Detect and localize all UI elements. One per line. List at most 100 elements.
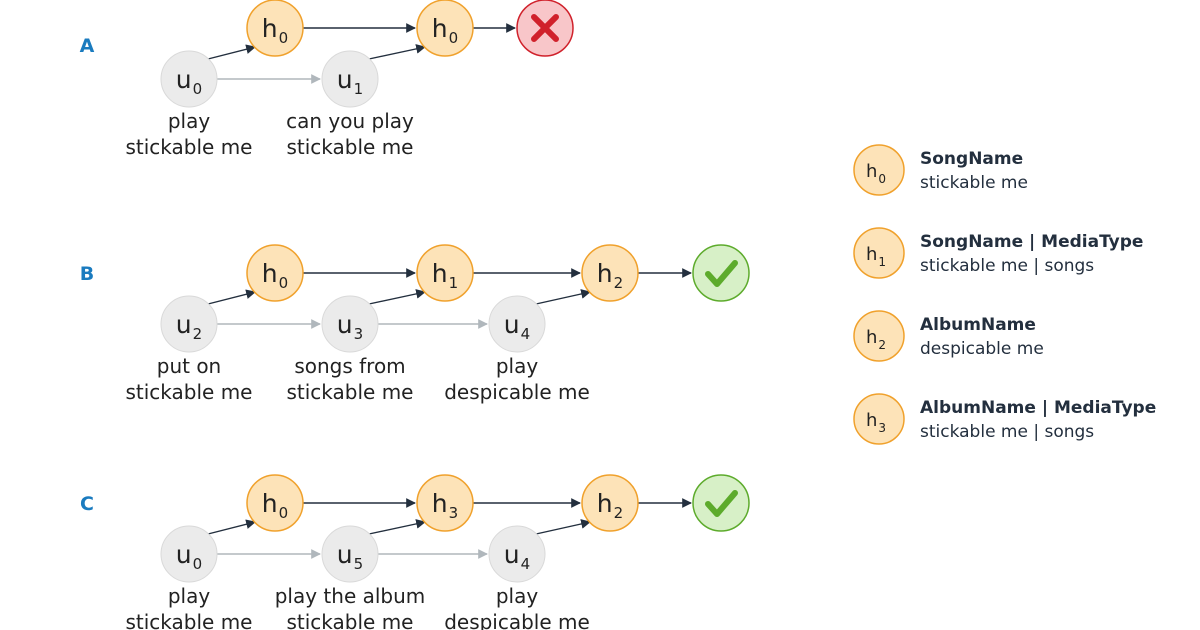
- utterance-text: stickable me: [286, 380, 413, 404]
- hypothesis-node: h0: [416, 0, 474, 57]
- hypothesis-circle: [581, 244, 639, 302]
- node-subscript: 3: [354, 325, 364, 343]
- utterance-circle: [160, 295, 218, 353]
- node-subscript: 5: [354, 555, 364, 573]
- node-label: h0: [262, 259, 288, 292]
- check-mark-shape: [705, 490, 738, 517]
- utterance-node: u5: [321, 525, 379, 583]
- utterance-circle: [160, 525, 218, 583]
- node-subscript: 1: [878, 255, 886, 269]
- legend-circle: [853, 144, 905, 196]
- legend-circle: [853, 310, 905, 362]
- mapping-edge: [207, 519, 256, 535]
- x-mark-icon: [516, 0, 574, 57]
- node-label: h2: [597, 259, 623, 292]
- legend-value: stickable me | songs: [920, 422, 1094, 442]
- utterance-node: u3: [321, 295, 379, 353]
- node-label: h1: [432, 259, 458, 292]
- utterance-text: stickable me: [125, 380, 252, 404]
- node-subscript: 1: [449, 274, 459, 292]
- node-symbol: u: [176, 540, 192, 569]
- node-symbol: h: [866, 327, 877, 348]
- node-symbol: u: [337, 310, 353, 339]
- utterance-text: stickable me: [125, 610, 252, 630]
- node-symbol: h: [597, 259, 613, 288]
- node-symbol: h: [432, 14, 448, 43]
- utterance-circle: [321, 295, 379, 353]
- node-symbol: h: [866, 244, 877, 265]
- utterance-text: put on: [157, 354, 221, 378]
- utterance-text: play the album: [275, 584, 426, 608]
- mapping-edge: [535, 289, 591, 305]
- mapping-edge: [368, 519, 426, 535]
- hypothesis-circle: [416, 474, 474, 532]
- legend-item: h3 AlbumName | MediaType stickable me | so…: [853, 393, 1156, 445]
- mapping-edge: [368, 289, 426, 305]
- hypothesis-node: h0: [246, 244, 304, 302]
- node-label: u2: [176, 310, 202, 343]
- hypothesis-node: h2: [581, 474, 639, 532]
- node-subscript: 2: [614, 274, 624, 292]
- node-subscript: 4: [521, 325, 531, 343]
- node-subscript: 0: [193, 80, 203, 98]
- mapping-edge: [207, 289, 256, 305]
- utterance-node: u1: [321, 50, 379, 108]
- node-label: h3: [432, 489, 458, 522]
- utterance-text: play: [168, 584, 211, 608]
- legend-value: despicable me: [920, 339, 1044, 359]
- row-label: B: [80, 263, 94, 285]
- node-label: h3: [866, 410, 886, 435]
- node-symbol: u: [176, 310, 192, 339]
- utterance-node: u0: [160, 50, 218, 108]
- check-mark-icon: [692, 474, 750, 532]
- utterance-text: play: [496, 354, 539, 378]
- hypothesis-circle: [416, 244, 474, 302]
- node-symbol: u: [337, 65, 353, 94]
- mapping-edge: [207, 44, 256, 60]
- legend-value: stickable me | songs: [920, 256, 1094, 276]
- hypothesis-node: h3: [416, 474, 474, 532]
- utterance-circle: [488, 295, 546, 353]
- node-label: h0: [262, 14, 288, 47]
- utterance-text: play: [496, 584, 539, 608]
- node-label: h0: [262, 489, 288, 522]
- mapping-edge: [535, 519, 591, 535]
- hypothesis-node: h2: [581, 244, 639, 302]
- node-subscript: 2: [614, 504, 624, 522]
- legend-title: AlbumName | MediaType: [920, 398, 1156, 418]
- hypothesis-circle: [246, 244, 304, 302]
- node-subscript: 0: [279, 504, 289, 522]
- node-symbol: u: [504, 310, 520, 339]
- utterance-text: stickable me: [125, 135, 252, 159]
- utterance-node: u0: [160, 525, 218, 583]
- node-label: h0: [432, 14, 458, 47]
- node-label: h1: [866, 244, 886, 269]
- node-symbol: h: [866, 410, 877, 431]
- check-mark-shape: [705, 260, 738, 287]
- legend-title: AlbumName: [920, 315, 1036, 335]
- node-label: u0: [176, 65, 202, 98]
- node-symbol: u: [504, 540, 520, 569]
- node-label: h0: [866, 161, 886, 186]
- node-symbol: h: [866, 161, 877, 182]
- hypothesis-circle: [581, 474, 639, 532]
- node-symbol: h: [432, 489, 448, 518]
- success-circle: [692, 244, 750, 302]
- mapping-edge: [368, 44, 426, 60]
- utterance-text: songs from: [294, 354, 405, 378]
- utterance-text: play: [168, 109, 211, 133]
- node-subscript: 4: [521, 555, 531, 573]
- x-mark-shape: [531, 14, 559, 42]
- node-symbol: h: [597, 489, 613, 518]
- utterance-node: u4: [488, 295, 546, 353]
- utterance-node: u2: [160, 295, 218, 353]
- utterance-text: can you play: [286, 109, 414, 133]
- node-label: u4: [504, 540, 530, 573]
- legend-title: SongName | MediaType: [920, 232, 1143, 252]
- hypothesis-node: h0: [246, 474, 304, 532]
